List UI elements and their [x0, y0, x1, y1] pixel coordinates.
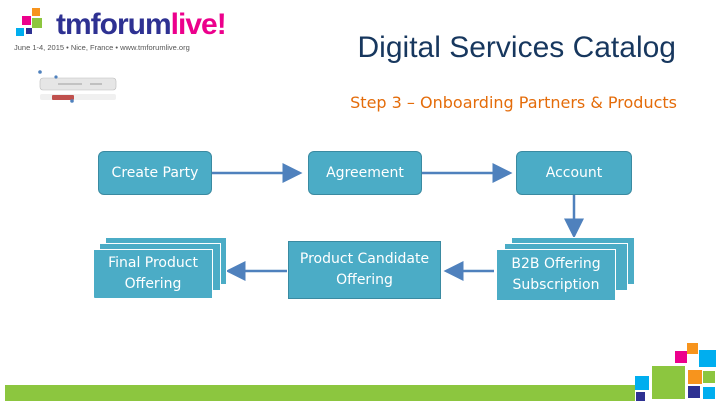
node-label: Account: [545, 164, 603, 181]
tmforum-live-logo: tmforumlive! June 1-4, 2015 • Nice, Fran…: [12, 6, 227, 56]
logo-wordmark: tmforumlive!: [56, 8, 227, 41]
node-label: Agreement: [326, 164, 404, 181]
node-account: Account: [516, 151, 632, 195]
footer-green-bar: [5, 385, 635, 401]
node-product-candidate-offering: Product Candidate Offering: [288, 241, 441, 299]
node-label: Final Product Offering: [108, 255, 198, 292]
logo-subtext: June 1-4, 2015 • Nice, France • www.tmfo…: [14, 43, 190, 52]
node-label: Product Candidate Offering: [299, 251, 430, 288]
process-thumbnail-icon: [38, 70, 117, 103]
slide-title: Digital Services Catalog: [357, 31, 676, 64]
logo-squares-icon: [12, 6, 52, 46]
node-final-product-offering: Final Product Offering: [93, 249, 213, 299]
node-label: Create Party: [111, 164, 199, 181]
node-agreement: Agreement: [308, 151, 422, 195]
node-b2b-offering-subscription: B2B Offering Subscription: [496, 249, 616, 301]
slide-subtitle: Step 3 – Onboarding Partners & Products: [350, 93, 677, 112]
node-create-party: Create Party: [98, 151, 212, 195]
node-label: B2B Offering Subscription: [511, 256, 601, 293]
